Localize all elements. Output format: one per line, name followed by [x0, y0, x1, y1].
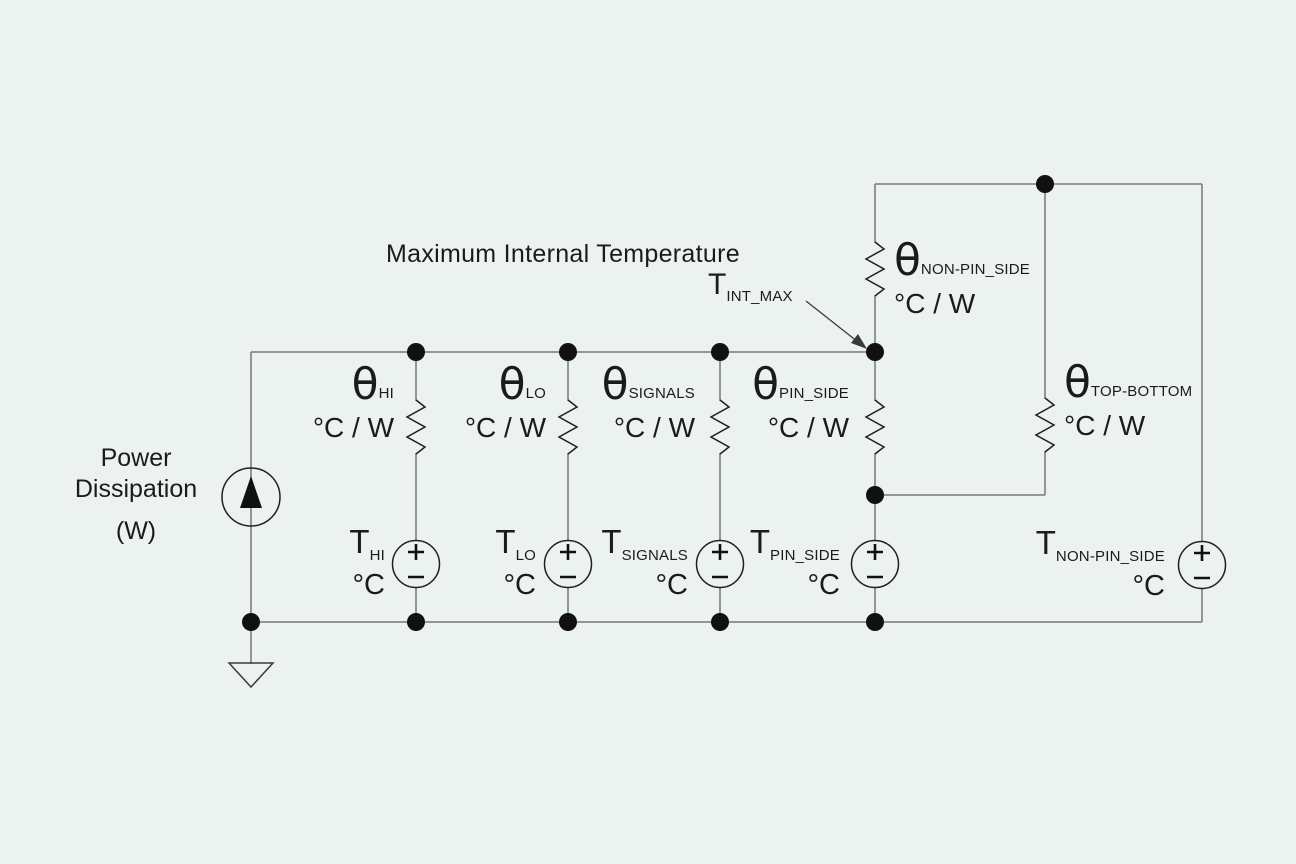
node-dot — [559, 613, 577, 631]
plus-minus-signals — [712, 544, 728, 579]
tintmax-sub: INT_MAX — [726, 288, 793, 305]
t-sub: HI — [369, 547, 385, 564]
node-dot — [242, 613, 260, 631]
tintmax-arrowhead-icon — [851, 334, 867, 349]
node-dot — [407, 613, 425, 631]
tintmax-arrow — [805, 300, 867, 349]
source-polarity-marks — [408, 544, 1210, 580]
t-sub: LO — [515, 547, 536, 564]
theta-unit: °C / W — [767, 412, 849, 443]
t-lo-label: TLO °C — [495, 525, 536, 601]
current-source-icon — [221, 467, 281, 527]
theta-symbol: θ — [601, 359, 629, 410]
node-dot — [866, 613, 884, 631]
current-source-arrow — [240, 476, 262, 508]
resistors — [405, 241, 1056, 455]
node-dot — [1036, 175, 1054, 193]
t-symbol: T — [495, 523, 516, 560]
theta-unit: °C / W — [613, 412, 695, 443]
node-dot-int-max — [866, 343, 884, 361]
t-unit: °C — [1132, 570, 1165, 602]
t-symbol: T — [749, 523, 771, 560]
theta-symbol: θ — [1064, 357, 1091, 408]
theta-symbol: θ — [752, 359, 780, 410]
plus-minus-hi — [408, 544, 424, 579]
power-label-line1: Power — [100, 444, 172, 472]
tintmax-base: T — [708, 268, 727, 301]
t-sub: SIGNALS — [621, 547, 688, 564]
resistor-hi-icon — [405, 399, 427, 455]
tintmax-arrow-line — [805, 300, 859, 343]
plus-minus-pin-side — [867, 544, 883, 579]
theta-unit: °C / W — [1064, 410, 1146, 441]
theta-pin-side-label: θPIN_SIDE °C / W — [752, 363, 849, 443]
voltage-sources — [391, 539, 1227, 590]
resistor-pin-side-icon — [864, 399, 886, 455]
theta-sub: SIGNALS — [628, 385, 695, 402]
wire-branch-top-bottom — [875, 184, 1046, 496]
power-label-line2: Dissipation — [74, 475, 198, 503]
voltage-source-signals-icon — [695, 539, 745, 589]
theta-sub: TOP-BOTTOM — [1090, 383, 1193, 400]
voltage-source-non-pin-side-icon — [1177, 540, 1227, 590]
ground-icon — [227, 662, 275, 689]
t-symbol: T — [349, 523, 370, 560]
theta-hi-label: θHI °C / W — [312, 363, 394, 443]
diagram-title: Maximum Internal Temperature — [386, 240, 740, 268]
t-unit: °C — [352, 569, 385, 601]
node-dot — [711, 343, 729, 361]
theta-sub: NON-PIN_SIDE — [920, 261, 1031, 278]
resistor-signals-icon — [709, 399, 731, 455]
resistor-lo-icon — [557, 399, 579, 455]
node-dot — [559, 343, 577, 361]
t-symbol: T — [1035, 524, 1056, 561]
node-dot — [407, 343, 425, 361]
resistor-top-bottom-icon — [1034, 397, 1056, 453]
voltage-source-lo-icon — [543, 539, 593, 589]
t-signals-label: TSIGNALS °C — [601, 525, 688, 601]
t-hi-label: THI °C — [349, 525, 385, 601]
node-dot — [711, 613, 729, 631]
theta-sub: LO — [525, 385, 546, 402]
theta-unit: °C / W — [894, 288, 976, 319]
t-non-pin-side-label: TNON-PIN_SIDE °C — [1036, 526, 1165, 602]
tintmax-label: TINT_MAX — [708, 268, 793, 305]
resistor-non-pin-side-icon — [864, 241, 886, 297]
theta-symbol: θ — [498, 359, 526, 410]
theta-symbol: θ — [351, 359, 379, 410]
node-dot — [866, 486, 884, 504]
current-source-circle — [221, 467, 281, 527]
theta-sub: HI — [378, 385, 394, 402]
voltage-source-hi-icon — [391, 539, 441, 589]
t-unit: °C — [807, 569, 840, 601]
theta-non-pin-side-label: θNON-PIN_SIDE °C / W — [894, 239, 1031, 319]
power-dissipation-label: Power Dissipation (W) — [50, 443, 222, 547]
theta-signals-label: θSIGNALS °C / W — [602, 363, 695, 443]
t-unit: °C — [655, 569, 688, 601]
plus-minus-non-pin-side — [1194, 545, 1210, 580]
theta-unit: °C / W — [464, 412, 546, 443]
theta-unit: °C / W — [312, 412, 394, 443]
theta-sub: PIN_SIDE — [779, 385, 849, 402]
t-symbol: T — [601, 523, 622, 560]
theta-symbol: θ — [894, 235, 921, 286]
plus-minus-lo — [560, 544, 576, 579]
theta-lo-label: θLO °C / W — [464, 363, 546, 443]
t-sub: PIN_SIDE — [770, 547, 840, 564]
theta-top-bottom-label: θTOP-BOTTOM °C / W — [1064, 361, 1193, 441]
t-sub: NON-PIN_SIDE — [1055, 548, 1165, 565]
node-dots — [242, 175, 1054, 631]
t-pin-side-label: TPIN_SIDE °C — [750, 525, 840, 601]
t-unit: °C — [503, 569, 536, 601]
power-label-unit: (W) — [115, 517, 157, 545]
voltage-source-pin-side-icon — [850, 539, 900, 589]
